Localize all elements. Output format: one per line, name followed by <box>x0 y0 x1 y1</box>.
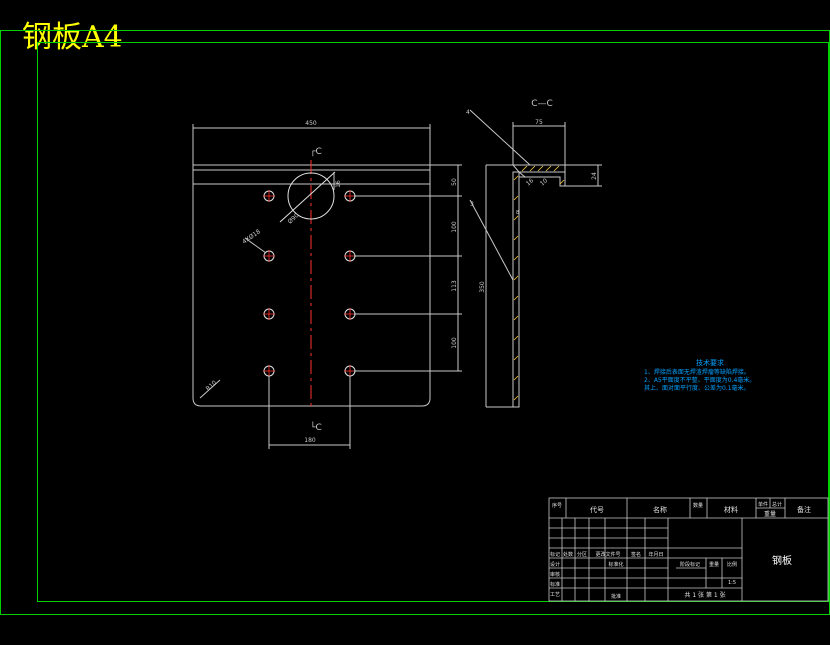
change-header-3: 分区 <box>577 551 587 558</box>
row-standard: 标准 <box>550 581 560 588</box>
tech-heading: 技术要求 <box>696 358 724 367</box>
dim-vert-4: 100 <box>451 337 458 349</box>
hole-centers <box>263 190 356 377</box>
section-label: C—C <box>531 99 553 109</box>
part-name: 钢板 <box>772 554 792 567</box>
tech-line-2: 2、A5平面度不平整、平面度为0.4毫米。 <box>644 376 755 384</box>
scale-value: 1:5 <box>728 580 736 586</box>
sheet-info: 共 1 张 第 1 张 <box>684 591 725 599</box>
dim-vert-1: 50 <box>451 178 458 186</box>
section-marker-top: ┌C <box>310 147 322 157</box>
section-marker-bottom: └C <box>310 421 322 433</box>
dim-overall-width: 450 <box>305 120 317 127</box>
section-hatch <box>513 165 565 401</box>
sheet-title: 钢板A4 <box>22 20 123 55</box>
dim-thickness-top: 16 <box>335 180 342 188</box>
dim-side-1: 8 <box>516 210 519 216</box>
bom-header-4: 数量 <box>693 502 703 509</box>
dim-vert-2: 100 <box>451 221 458 233</box>
stage-header-3: 比例 <box>727 561 737 568</box>
dim-corner-radius: R10 <box>205 379 219 392</box>
bottom-dim <box>268 376 351 449</box>
bom-header-3: 名称 <box>653 505 667 514</box>
dim-weld-1: 16 <box>525 177 535 187</box>
bom-header-2: 代号 <box>590 505 604 514</box>
outer-frame <box>0 30 830 615</box>
leader-number-1: 4 <box>466 109 470 116</box>
row-review: 审核 <box>550 571 560 578</box>
plate-outline <box>192 164 431 407</box>
dim-side-flange: 24 <box>591 172 598 180</box>
row-design: 设计 <box>550 561 560 568</box>
stage-header-2: 重量 <box>709 561 719 568</box>
radius-leader <box>199 379 221 399</box>
tech-line-1: 1、焊接后表面无焊渣焊瘤等缺陷焊接。 <box>644 368 750 376</box>
bom-header-8: 重量 <box>764 510 776 518</box>
leader-number-2: 3 <box>470 201 474 208</box>
bom-header-5: 材料 <box>724 505 738 514</box>
change-header-5: 签名 <box>631 551 641 558</box>
dim-hole-pitch: 180 <box>304 437 316 444</box>
change-header-2: 处数 <box>563 551 573 558</box>
dim-weld-2: 10 <box>539 177 549 187</box>
dim-vert-3: 113 <box>451 280 458 292</box>
title-block-grid <box>548 497 829 602</box>
inner-frame <box>37 42 829 602</box>
row-process: 工艺 <box>550 592 560 598</box>
approve-label: 批准 <box>611 593 621 600</box>
change-header-1: 标记 <box>550 551 560 558</box>
standardize-label: 标准化 <box>608 561 623 568</box>
dim-side-width: 75 <box>535 119 543 126</box>
vertical-dims <box>354 164 462 372</box>
title-block-text: 序号 代号 名称 数量 材料 单件 总计 重量 备注 标记 处数 分区 更改文件… <box>550 501 811 600</box>
bom-header-1: 序号 <box>552 502 562 509</box>
big-hole <box>279 171 336 223</box>
dim-side-height: 350 <box>479 281 486 293</box>
small-hole-leader <box>244 237 267 254</box>
section-view <box>469 109 602 408</box>
tech-line-3: 其上、面对面平行度、公差为0.1毫米。 <box>644 384 750 392</box>
stage-header-1: 阶段标记 <box>680 561 700 568</box>
bom-header-9: 备注 <box>797 505 811 514</box>
bom-header-7: 总计 <box>772 501 782 508</box>
bom-header-6: 单件 <box>758 501 768 508</box>
change-header-6: 年月日 <box>648 551 663 558</box>
change-header-4: 更改文件号 <box>595 551 620 558</box>
